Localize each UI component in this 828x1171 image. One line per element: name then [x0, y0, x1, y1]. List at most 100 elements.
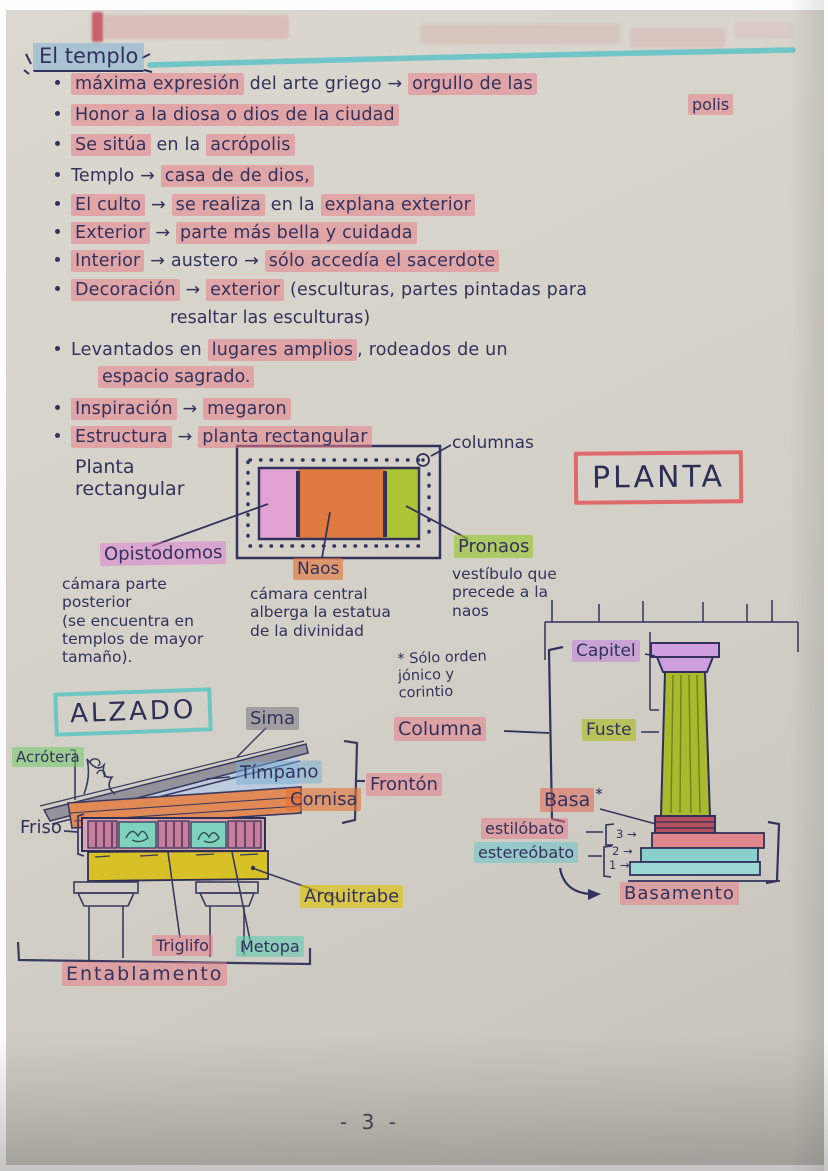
bullet-subline: resaltar las esculturas)	[170, 308, 370, 328]
bullet-dot	[55, 172, 60, 177]
text-segment: (esculturas, partes pintadas para	[284, 280, 588, 300]
page-number: - 3 -	[340, 1110, 400, 1134]
text-segment: máxima expresión	[71, 73, 244, 95]
text-segment: estereóbato	[474, 842, 579, 863]
friso-label: Friso	[20, 817, 62, 838]
text-segment: del arte griego →	[243, 74, 409, 94]
text-segment: →	[179, 280, 207, 300]
text-segment: Opistodomos	[99, 540, 227, 567]
text-segment: Metopa	[236, 936, 304, 957]
bullet-item: Levantados en lugares amplios, rodeados …	[55, 339, 508, 361]
text-segment: Interior	[71, 250, 145, 272]
text-segment: planta rectangular	[198, 426, 372, 448]
step-number-1: 1 →	[609, 858, 630, 872]
bullet-dot	[55, 111, 60, 116]
page-title-text: El templo	[33, 43, 145, 72]
text-segment: Naos	[293, 558, 344, 580]
text-segment: Templo →	[71, 166, 161, 186]
alzado-title-box: ALZADO	[53, 687, 214, 737]
step-number-3: 3 →	[616, 827, 637, 841]
bullet-subline: espacio sagrado.	[98, 366, 255, 388]
bullet-item: Se sitúa en la acrópolis	[55, 134, 295, 156]
bullet-item: Interior → austero → sólo accedía el sac…	[55, 250, 500, 272]
text-segment: Fuste	[582, 719, 636, 741]
text-segment: El culto	[71, 194, 146, 216]
text-segment: casa de de dios,	[160, 165, 314, 187]
opistodomos-description: cámara parte posterior (se encuentra en …	[62, 575, 204, 667]
estereobato-label: estereóbato	[474, 842, 579, 863]
text-segment: Honor a la diosa o dios de la ciudad	[71, 104, 399, 126]
alzado-title: ALZADO	[69, 694, 197, 730]
estilobato-label: estilóbato	[481, 818, 569, 839]
text-segment: Basa	[540, 788, 595, 812]
text-segment: resaltar las esculturas)	[170, 308, 371, 328]
text-segment: en la	[265, 195, 321, 215]
bullet-dot	[55, 346, 60, 351]
metopa-label: Metopa	[236, 936, 304, 957]
fronton-label: Frontón	[366, 773, 442, 796]
basa-label: Basa*	[540, 785, 603, 812]
bullet-dot	[55, 405, 60, 410]
text-segment: Levantados en	[71, 340, 208, 360]
bullet-item: Honor a la diosa o dios de la ciudad	[55, 104, 399, 126]
text-segment: →	[176, 399, 204, 419]
text-segment: Decoración	[71, 279, 180, 301]
text-segment: Tímpano	[235, 760, 323, 785]
text-segment: → austero →	[144, 251, 265, 271]
pronaos-description: vestíbulo que precede a la naos	[452, 565, 557, 620]
right-shadow	[790, 0, 824, 1171]
planta-caption: Planta rectangular	[75, 456, 185, 501]
bullet-dot	[55, 80, 60, 85]
text-segment: Estructura	[71, 426, 172, 448]
page-title: El templo	[33, 43, 145, 72]
text-segment: Pronaos	[454, 535, 534, 558]
bullet-dot	[55, 201, 60, 206]
text-segment: orgullo de las	[408, 73, 537, 95]
text-segment: estilóbato	[481, 818, 569, 839]
bullet-item: Estructura → planta rectangular	[55, 426, 372, 448]
bullet-dot	[55, 286, 60, 291]
text-segment: se realiza	[171, 194, 266, 216]
capitel-label: Capitel	[572, 640, 640, 662]
bullet-subline: polis	[688, 94, 734, 115]
bullet-dot	[55, 229, 60, 234]
text-segment: Columna	[394, 717, 487, 741]
text-segment: parte más bella y cuidada	[176, 222, 417, 244]
bullet-dot	[55, 141, 60, 146]
bullet-item: El culto → se realiza en la explana exte…	[55, 194, 476, 216]
bullet-item: Inspiración → megaron	[55, 398, 291, 420]
text-segment: polis	[688, 94, 734, 115]
asterisk-mark: *	[595, 785, 603, 803]
bottom-shadow	[0, 1035, 828, 1171]
bullet-item: Decoración → exterior (esculturas, parte…	[55, 279, 588, 301]
text-segment: Capitel	[572, 640, 640, 662]
text-segment: →	[145, 195, 172, 215]
triglifo-label: Triglifo	[152, 935, 213, 956]
entablamento-label: Entablamento	[62, 962, 228, 986]
fuste-label: Fuste	[582, 719, 636, 741]
text-segment: Basamento	[620, 882, 739, 905]
basamento-label: Basamento	[620, 882, 739, 905]
columna-label: Columna	[394, 717, 487, 741]
text-segment: sólo accedía el sacerdote	[264, 250, 500, 272]
bullet-dot	[55, 433, 60, 438]
text-segment: Entablamento	[62, 962, 228, 986]
pronaos-label: Pronaos	[454, 535, 534, 558]
text-segment: , rodeados de un	[357, 340, 508, 360]
text-segment: Exterior	[71, 222, 150, 244]
text-segment: espacio sagrado.	[98, 366, 255, 388]
planta-title-box: PLANTA	[573, 450, 744, 505]
order-note: * Sólo orden jónico y corintio	[397, 648, 487, 702]
text-segment: →	[171, 427, 199, 447]
text-segment: Acrótera	[12, 747, 84, 767]
text-segment: Sima	[246, 707, 299, 730]
text-segment: Cornisa	[286, 788, 362, 811]
text-segment: megaron	[203, 398, 291, 420]
opistodomos-label: Opistodomos	[99, 540, 227, 567]
arquitrabe-label: Arquitrabe	[300, 885, 404, 908]
planta-title: PLANTA	[591, 459, 726, 496]
text-segment: lugares amplios	[207, 339, 358, 361]
bullet-item: Exterior → parte más bella y cuidada	[55, 222, 417, 244]
timpano-label: Tímpano	[235, 760, 323, 785]
